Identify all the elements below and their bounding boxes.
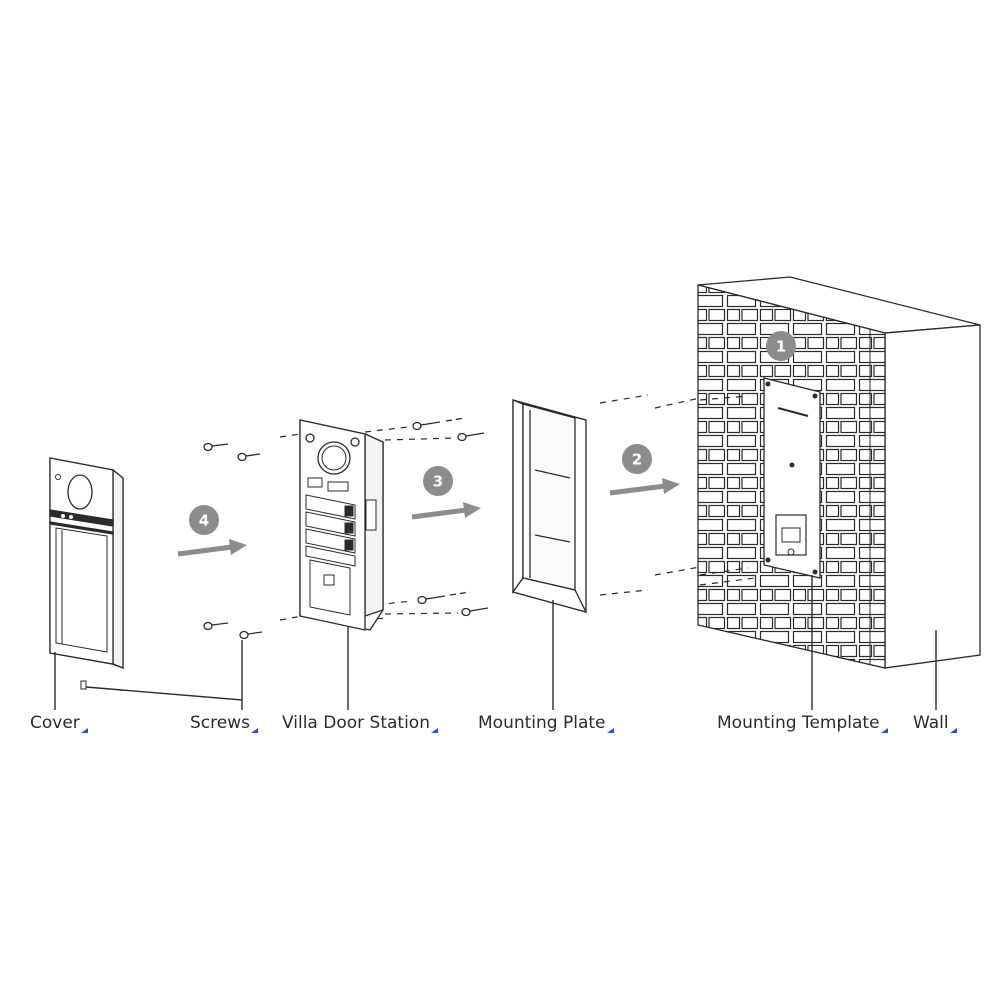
alignment-lines-wall [599, 394, 756, 596]
wall [697, 276, 981, 669]
screw [461, 607, 489, 617]
step-3-arrow [411, 502, 481, 520]
cover-screws [203, 442, 263, 640]
screw [203, 442, 229, 452]
mounting-plate [511, 399, 588, 614]
label-wall: Wall [913, 712, 957, 734]
label-anchor-mark [606, 728, 614, 733]
label-villa-door-station-text: Villa Door Station [282, 713, 430, 733]
label-anchor-mark [949, 728, 957, 733]
label-mounting-plate-text: Mounting Plate [478, 713, 606, 733]
step-4-number: 4 [199, 512, 209, 530]
screw [412, 417, 466, 431]
label-mounting-template-text: Mounting Template [717, 713, 880, 733]
label-anchor-mark [80, 728, 88, 733]
label-villa-door-station: Villa Door Station [282, 712, 438, 734]
screw [239, 630, 263, 640]
label-screws: Screws [190, 712, 258, 734]
leader-lines [54, 575, 937, 710]
cover [49, 457, 124, 690]
label-mounting-template: Mounting Template [717, 712, 888, 734]
label-mounting-plate: Mounting Plate [478, 712, 614, 734]
screw [237, 452, 261, 462]
step-1-badge: 1 [766, 331, 796, 361]
label-screws-text: Screws [190, 713, 250, 733]
step-2-badge: 2 [622, 444, 652, 474]
step-2-arrow [609, 478, 680, 496]
step-2-number: 2 [632, 451, 642, 469]
label-wall-text: Wall [913, 713, 949, 733]
screw [457, 432, 485, 442]
plate-screws [412, 417, 489, 617]
step-3-badge: 3 [423, 466, 453, 496]
label-cover: Cover [30, 712, 88, 734]
label-anchor-mark [880, 728, 888, 733]
call-buttons [305, 494, 356, 567]
mounting-template [763, 377, 821, 579]
step-1-number: 1 [776, 338, 786, 356]
screw [417, 591, 471, 605]
label-cover-text: Cover [30, 713, 80, 733]
step-4-arrow [177, 539, 247, 557]
step-4-badge: 4 [189, 505, 219, 535]
screw [203, 621, 229, 631]
step-3-number: 3 [433, 473, 443, 491]
label-anchor-mark [430, 728, 438, 733]
villa-door-station [299, 419, 384, 631]
label-anchor-mark [250, 728, 258, 733]
